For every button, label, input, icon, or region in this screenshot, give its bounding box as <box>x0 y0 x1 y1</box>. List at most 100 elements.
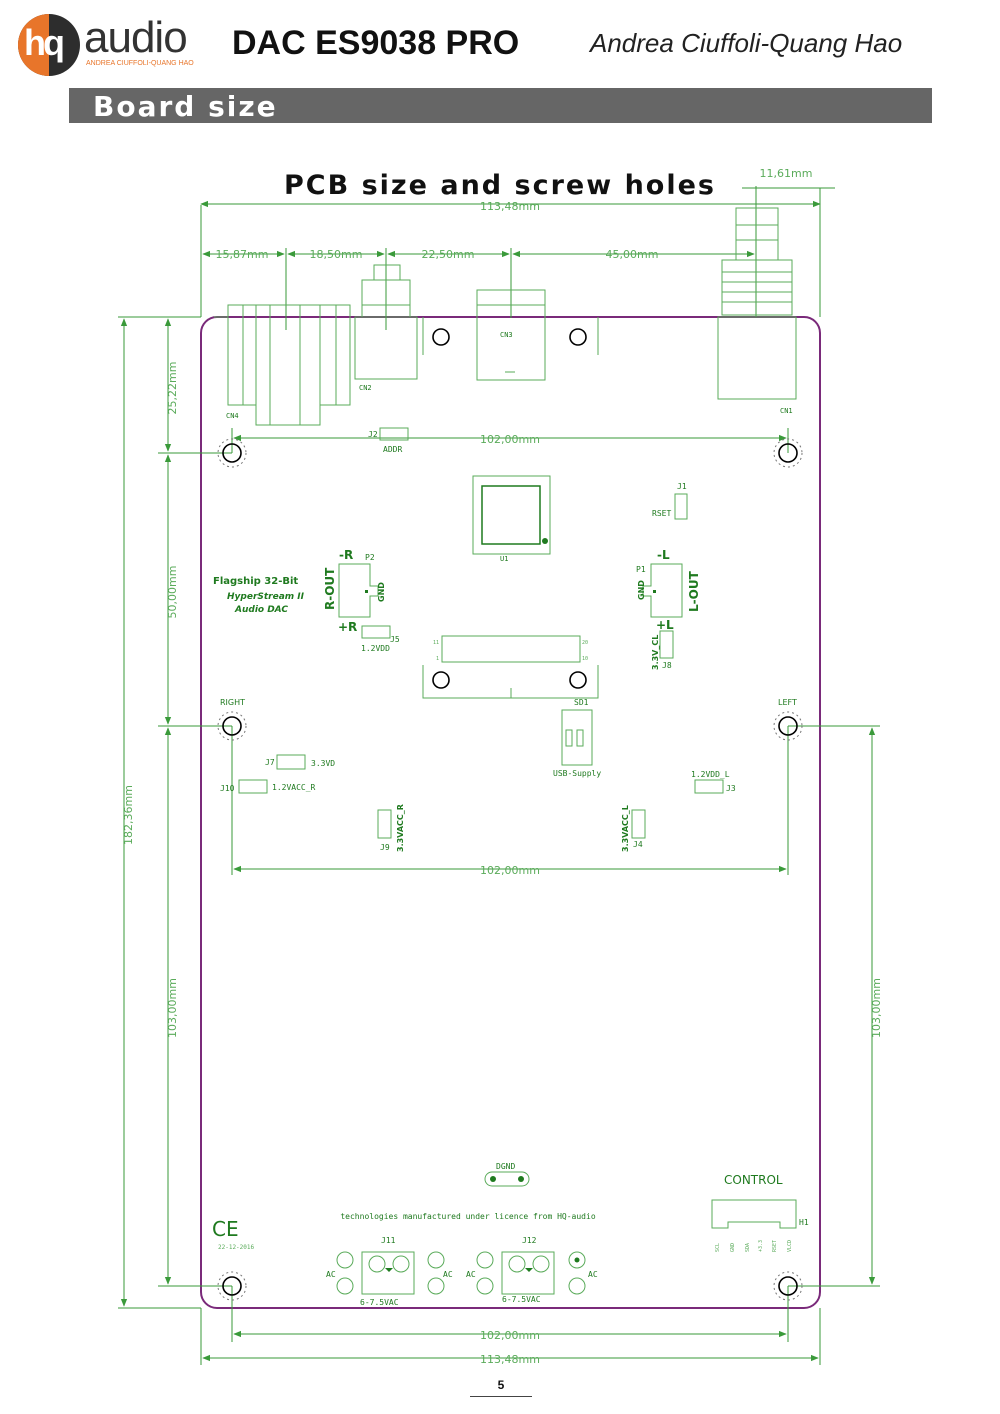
drawing-title: PCB size and screw holes <box>284 170 716 201</box>
label-cn4: CN4 <box>226 412 239 420</box>
dimension-lines <box>118 186 880 1365</box>
label-j9: J9 <box>380 843 390 852</box>
section-title: Board size <box>93 90 278 123</box>
control-pin-label: GND <box>730 1243 736 1252</box>
dim-hole-vertical-1: 50,00mm <box>166 566 179 619</box>
section-bar: Board size <box>69 88 932 123</box>
dim-hole-vertical-right: 103,00mm <box>870 978 883 1038</box>
label-3v3vacc-r: 3.3VACC_R <box>396 804 405 852</box>
label-cn2: CN2 <box>359 384 372 392</box>
label-vac1: 6-7.5VAC <box>360 1298 399 1307</box>
document-title: DAC ES9038 PRO <box>232 24 520 62</box>
label-j8: J8 <box>662 661 672 670</box>
dim-d3: 22,50mm <box>422 248 475 261</box>
label-3v3vd: 3.3VD <box>311 759 335 768</box>
label-1v2vdd-l: 1.2VDD_L <box>691 770 730 779</box>
connector-outlines <box>214 207 797 1295</box>
dim-hole-spacing-mid: 102,00mm <box>480 864 540 877</box>
label-p2: P2 <box>365 553 375 562</box>
silkscreen-labels: CN4 CN2 CN3 CN1 J2 ADDR J1 RSET U1 Flags… <box>212 331 809 1307</box>
label-hyperstream: HyperStream II <box>227 592 305 602</box>
label-3v3-cl: 3.3V_CL <box>651 635 660 670</box>
hole-icon <box>432 671 450 689</box>
page-number: 5 <box>470 1378 532 1397</box>
hole-icon <box>569 328 587 346</box>
pcb-outline <box>200 316 821 1309</box>
label-licence: technologies manufactured under licence … <box>340 1212 595 1221</box>
control-pin-label: RSET <box>772 1240 778 1252</box>
label-gnd-l: GND <box>637 580 646 600</box>
control-pin-label: SDA <box>745 1243 751 1252</box>
dimension-labels: 113,48mm 11,61mm 15,87mm 18,50mm 22,50mm… <box>122 167 883 1366</box>
logo-subtitle: ANDREA CIUFFOLI-QUANG HAO <box>86 60 194 67</box>
label-audio-dac: Audio DAC <box>234 605 288 615</box>
label-3v3vacc-l: 3.3VACC_L <box>621 805 630 852</box>
ce-mark-icon: CE <box>212 1217 239 1241</box>
label-usb-supply: USB-Supply <box>553 769 601 778</box>
label-j1: J1 <box>677 482 687 491</box>
label-right: RIGHT <box>220 698 245 707</box>
dim-hole-spacing-bottom: 102,00mm <box>480 1329 540 1342</box>
label-r-out: R-OUT <box>323 567 337 610</box>
dim-total-width: 113,48mm <box>480 200 540 213</box>
document-author: Andrea Ciuffoli-Quang Hao <box>590 28 903 58</box>
dim-d4: 45,00mm <box>606 248 659 261</box>
label-j2: J2 <box>368 430 378 439</box>
dim-total-width-bottom: 113,48mm <box>480 1353 540 1366</box>
label-cn3: CN3 <box>500 331 513 339</box>
label-flagship: Flagship 32-Bit <box>213 576 298 587</box>
label-j4: J4 <box>633 840 643 849</box>
label-j12: J12 <box>522 1236 537 1245</box>
screw-hole-icon <box>778 716 798 736</box>
dim-hole-spacing-top: 102,00mm <box>480 433 540 446</box>
label-1v2vdd: 1.2VDD <box>361 644 390 653</box>
label-j11: J11 <box>381 1236 396 1245</box>
screw-hole-icon <box>222 716 242 736</box>
label-pin20: 20 <box>582 640 588 646</box>
label-j3: J3 <box>726 784 736 793</box>
label-control: CONTROL <box>724 1173 783 1187</box>
label-cn1: CN1 <box>780 407 793 415</box>
hq-logo-icon: hq <box>18 14 80 76</box>
mounting-holes <box>222 328 798 1296</box>
label-plus-r: +R <box>338 620 357 634</box>
dim-d2: 18,50mm <box>310 248 363 261</box>
label-u1: U1 <box>500 555 508 563</box>
label-left: LEFT <box>778 698 797 707</box>
label-p1: P1 <box>636 565 646 574</box>
label-pin10: 10 <box>582 656 588 662</box>
logo-text: audio <box>84 13 188 62</box>
label-date: 22-12-2016 <box>218 1244 255 1251</box>
label-h1: H1 <box>799 1218 809 1227</box>
label-dgnd: DGND <box>496 1162 515 1171</box>
hole-icon <box>569 671 587 689</box>
label-minus-l: -L <box>657 548 670 562</box>
screw-hole-icon <box>222 443 242 463</box>
label-ac4: AC <box>588 1270 598 1279</box>
label-j7: J7 <box>265 758 275 767</box>
dim-top-hole-offset: 25,22mm <box>166 362 179 415</box>
label-plus-l: +L <box>656 618 674 632</box>
label-minus-r: -R <box>339 548 353 562</box>
label-ac1: AC <box>326 1270 336 1279</box>
screw-hole-icon <box>778 1276 798 1296</box>
dim-hole-vertical-2: 103,00mm <box>166 978 179 1038</box>
label-j5: J5 <box>390 635 400 644</box>
label-gnd-r: GND <box>377 582 386 602</box>
label-vac2: 6-7.5VAC <box>502 1295 541 1304</box>
dim-d1: 15,87mm <box>216 248 269 261</box>
control-pin-label: VLCD <box>787 1240 793 1252</box>
control-pin-labels: SCL GND SDA +3.3 RSET VLCD <box>715 1240 793 1252</box>
dim-jack-offset: 11,61mm <box>760 167 813 180</box>
label-sd1: SD1 <box>574 698 589 707</box>
label-addr: ADDR <box>383 445 402 454</box>
label-rset: RSET <box>652 509 671 518</box>
screw-hole-keepouts <box>217 438 803 1301</box>
control-pin-label: +3.3 <box>758 1240 764 1252</box>
control-pin-label: SCL <box>715 1243 721 1252</box>
hole-icon <box>432 328 450 346</box>
screw-hole-icon <box>222 1276 242 1296</box>
label-pin1: 1 <box>436 656 439 662</box>
